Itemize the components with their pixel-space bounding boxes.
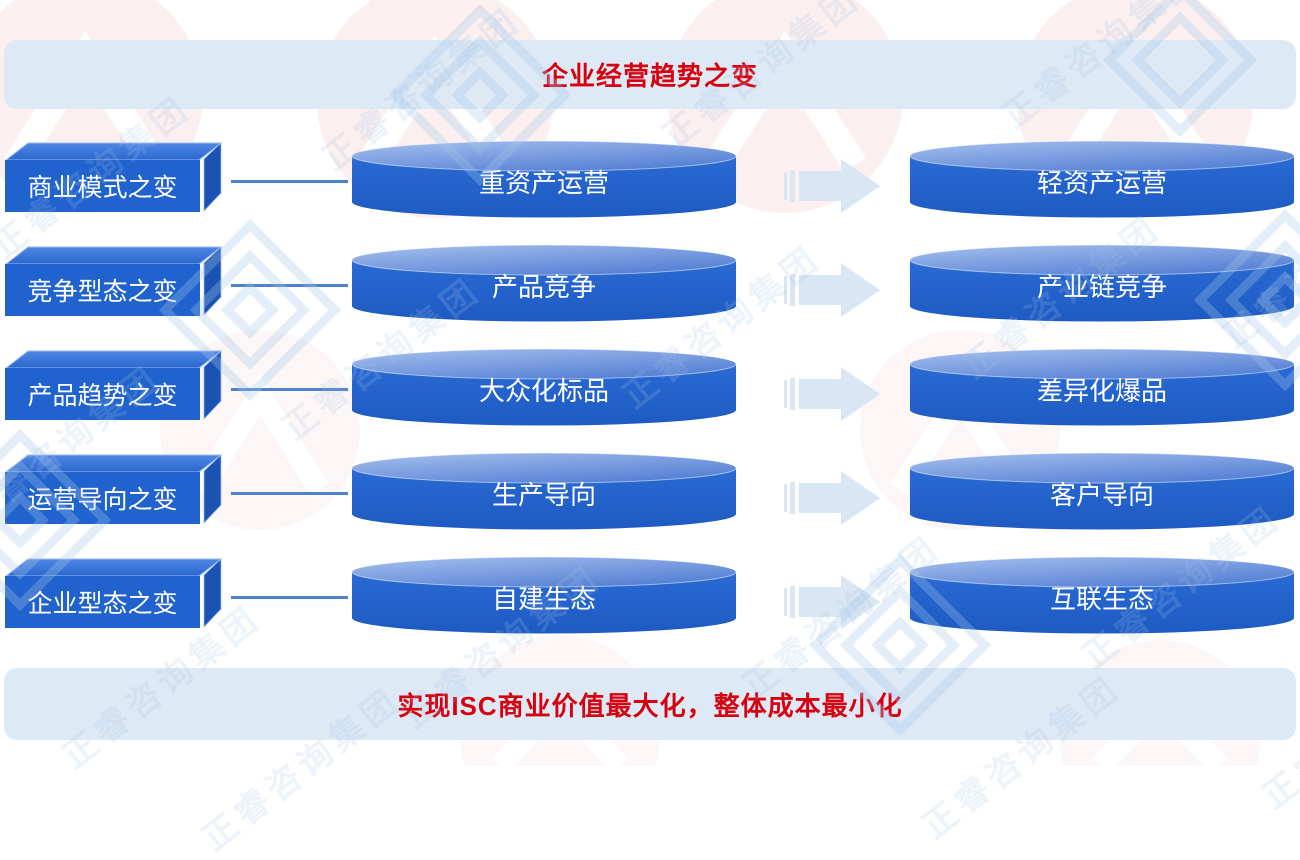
- cylinder-shape: [909, 244, 1295, 322]
- connector-line: [231, 180, 348, 183]
- cylinder-shape: [351, 348, 737, 426]
- box-3d-shape: [4, 558, 222, 629]
- from-label: 重资产运营: [478, 167, 609, 198]
- footer-banner: 实现ISC商业价值最大化，整体成本最小化: [4, 668, 1296, 740]
- diagram-row: 企业型态之变 自建生态 互联生态: [0, 554, 1300, 658]
- to-cylinder: 互联生态: [908, 555, 1296, 637]
- header-banner: 企业经营趋势之变: [4, 40, 1296, 109]
- arrow-right-icon: [784, 572, 884, 632]
- category-label: 产品趋势之变: [27, 382, 178, 410]
- to-cylinder: 差异化爆品: [908, 347, 1296, 429]
- category-label: 商业模式之变: [27, 174, 178, 202]
- box-3d-shape: [4, 246, 222, 317]
- cylinder-shape: [909, 556, 1295, 634]
- arrow-right-icon: [784, 364, 884, 424]
- diagram-row: 竞争型态之变 产品竞争 产业链竞争: [0, 242, 1300, 346]
- to-label: 差异化爆品: [1036, 375, 1167, 406]
- from-label: 生产导向: [491, 479, 596, 510]
- from-cylinder: 生产导向: [350, 451, 738, 533]
- category-box: 产品趋势之变: [4, 348, 222, 426]
- connector-line: [231, 388, 348, 391]
- category-label: 企业型态之变: [27, 590, 178, 618]
- cylinder-shape: [351, 244, 737, 322]
- from-label: 产品竞争: [491, 271, 596, 302]
- rows-container: 商业模式之变 重资产运营 轻资产运营: [0, 138, 1300, 658]
- footer-text: 实现ISC商业价值最大化，整体成本最小化: [397, 690, 903, 721]
- from-cylinder: 产品竞争: [350, 243, 738, 325]
- to-label: 轻资产运营: [1036, 167, 1167, 198]
- to-label: 互联生态: [1049, 583, 1154, 614]
- connector-line: [231, 596, 348, 599]
- from-label: 自建生态: [491, 583, 596, 614]
- from-cylinder: 大众化标品: [350, 347, 738, 429]
- diagram-row: 商业模式之变 重资产运营 轻资产运营: [0, 138, 1300, 242]
- cylinder-shape: [351, 452, 737, 530]
- from-cylinder: 重资产运营: [350, 139, 738, 221]
- connector-line: [231, 284, 348, 287]
- category-box: 企业型态之变: [4, 556, 222, 634]
- arrow-right-icon: [784, 156, 884, 216]
- arrow-right-icon: [784, 468, 884, 528]
- to-cylinder: 轻资产运营: [908, 139, 1296, 221]
- to-label: 客户导向: [1049, 479, 1154, 510]
- from-label: 大众化标品: [478, 375, 609, 406]
- arrow-right-icon: [784, 260, 884, 320]
- category-label: 竞争型态之变: [27, 278, 178, 306]
- category-label: 运营导向之变: [27, 486, 178, 514]
- category-box: 运营导向之变: [4, 452, 222, 530]
- category-box: 竞争型态之变: [4, 244, 222, 322]
- connector-line: [231, 492, 348, 495]
- to-cylinder: 产业链竞争: [908, 243, 1296, 325]
- cylinder-shape: [351, 556, 737, 634]
- to-cylinder: 客户导向: [908, 451, 1296, 533]
- page-title: 企业经营趋势之变: [541, 61, 758, 91]
- to-label: 产业链竞争: [1036, 271, 1167, 302]
- diagram-row: 产品趋势之变 大众化标品 差异化爆品: [0, 346, 1300, 450]
- diagram-row: 运营导向之变 生产导向 客户导向: [0, 450, 1300, 554]
- from-cylinder: 自建生态: [350, 555, 738, 637]
- category-box: 商业模式之变: [4, 140, 222, 218]
